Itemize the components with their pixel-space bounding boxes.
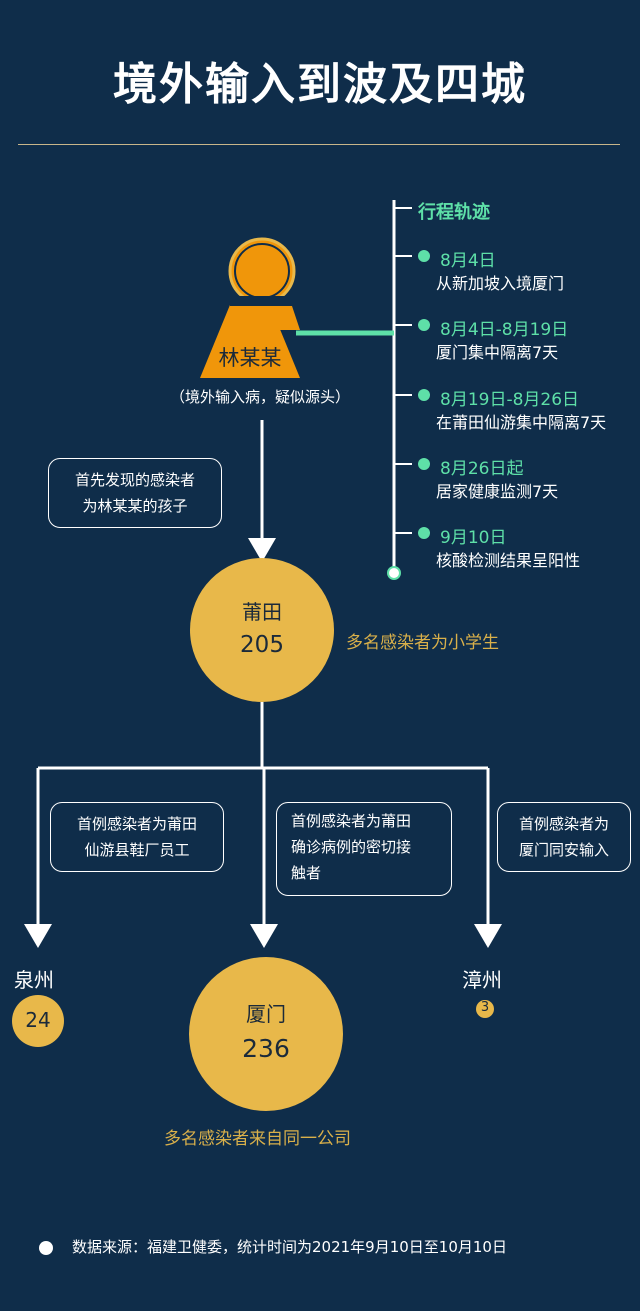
timeline-desc-3: 在莆田仙游集中隔离7天 [436,413,607,432]
timeline-dot [418,389,430,401]
putian-count: 205 [240,632,284,658]
timeline-heading: 行程轨迹 [418,202,490,223]
arrowhead-zhangzhou [474,924,502,948]
quanzhou-note: 首例感染者为莆田 仙游县鞋厂员工 [50,802,224,872]
xiamen-note-line3: 触者 [291,864,322,882]
footer-bullet [39,1241,53,1255]
person-shoulders [224,306,300,330]
xiamen-caption: 多名感染者来自同一公司 [164,1129,351,1149]
zhangzhou-count: 3 [480,1000,490,1015]
timeline-date-4: 8月26日起 [440,459,524,479]
quanzhou-note-line2: 仙游县鞋厂员工 [84,841,190,859]
quanzhou-note-line1: 首例感染者为莆田 [76,815,197,833]
arrowhead-quanzhou [24,924,52,948]
timeline-end-dot [387,566,401,580]
source-person-note: （境外输入病，疑似源头） [169,388,350,406]
timeline-desc-1: 从新加坡入境厦门 [436,274,565,293]
first-case-note-line2: 为林某某的孩子 [82,497,188,515]
xiamen-name: 厦门 [246,1002,286,1026]
xiamen-note-line2: 确诊病例的密切接 [291,838,412,856]
data-source-footer: 数据来源：福建卫健委，统计时间为2021年9月10日至10月10日 [72,1238,507,1256]
quanzhou-name: 泉州 [14,968,54,992]
timeline-desc-2: 厦门集中隔离7天 [436,343,559,362]
zhangzhou-name: 漳州 [462,968,502,992]
timeline-desc-4: 居家健康监测7天 [436,482,559,501]
zhangzhou-note: 首例感染者为 厦门同安输入 [497,802,631,872]
person-head [234,243,290,299]
quanzhou-count: 24 [25,1008,51,1032]
source-person-name: 林某某 [218,346,282,370]
timeline-desc-5: 核酸检测结果呈阳性 [436,551,581,570]
zhangzhou-note-line2: 厦门同安输入 [518,841,609,859]
timeline-date-5: 9月10日 [440,528,507,548]
timeline-date-3: 8月19日-8月26日 [440,390,580,410]
timeline-date-2: 8月4日-8月19日 [440,320,569,340]
timeline-dot [418,250,430,262]
putian-circle [190,558,334,702]
xiamen-count: 236 [242,1034,290,1063]
page-title: 境外输入到波及四城 [113,59,527,110]
xiamen-circle [189,957,343,1111]
title-divider [18,144,620,145]
timeline-dot [418,527,430,539]
quanzhou-circle [12,995,64,1047]
first-case-note-line1: 首先发现的感染者 [74,471,195,489]
arrowhead-xiamen [250,924,278,948]
timeline-dot [418,458,430,470]
zhangzhou-note-line1: 首例感染者为 [518,815,609,833]
putian-name: 莆田 [242,600,282,624]
arrowhead-putian [248,538,276,562]
first-case-note: 首先发现的感染者 为林某某的孩子 [48,458,222,528]
timeline-dot [418,319,430,331]
putian-caption: 多名感染者为小学生 [346,633,499,653]
xiamen-note: 首例感染者为莆田 确诊病例的密切接 触者 [276,802,452,896]
person-neck-gap [230,296,294,306]
zhangzhou-circle [476,1000,494,1018]
timeline-date-1: 8月4日 [440,251,496,271]
xiamen-note-line1: 首例感染者为莆田 [291,812,412,830]
